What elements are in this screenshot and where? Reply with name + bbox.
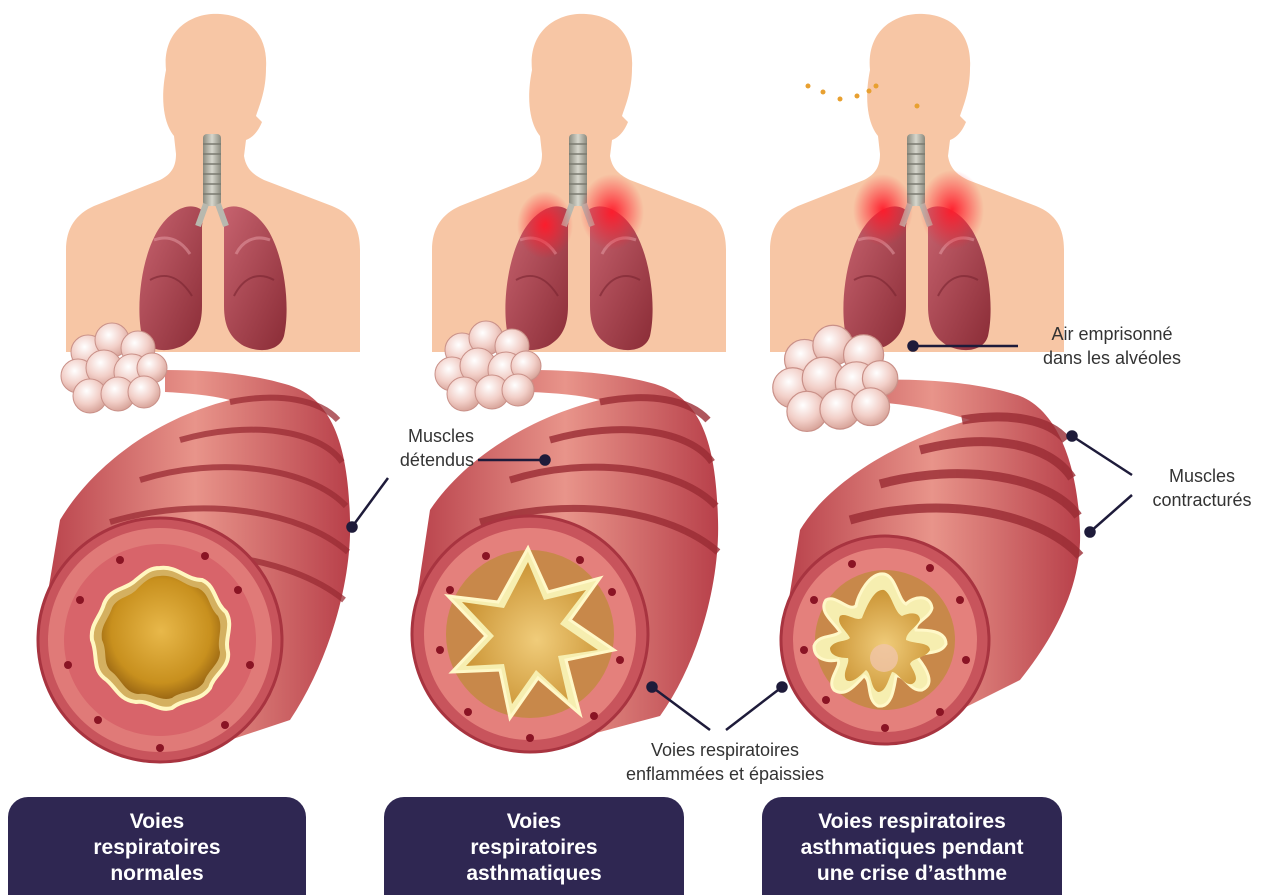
inflammation-right [580,174,644,250]
label-line: Voies respiratoires [560,738,890,762]
panel-line: Voies [384,809,684,835]
label-line: Muscles [1136,464,1268,488]
panel-line: asthmatiques [384,861,684,887]
label-line: enflammées et épaissies [560,762,890,786]
panel-line: Voies respiratoires [762,809,1062,835]
normal-lungs-figure [66,14,360,352]
label-muscles-contracted: Muscles contracturés [1136,464,1268,512]
asthmatic-airway [412,321,718,752]
panel-line: asthmatiques pendant [762,835,1062,861]
panel-line: normales [8,861,306,887]
label-line: dans les alvéoles [1024,346,1200,370]
inflammation-right [920,170,984,250]
panel-asthmatic-airways: Voies respiratoires asthmatiques [384,797,684,895]
normal-airway [38,323,350,762]
panel-line: une crise d’asthme [762,861,1062,887]
label-trapped-air: Air emprisonné dans les alvéoles [1024,322,1200,370]
inflammation-left [517,191,573,259]
panel-line: respiratoires [384,835,684,861]
label-line: Muscles [382,424,474,448]
label-inflamed-airways: Voies respiratoires enflammées et épaiss… [560,738,890,786]
asthmatic-lungs-figure [432,14,726,352]
panel-normal-airways: Voies respiratoires normales [8,797,306,895]
label-line: contracturés [1136,488,1268,512]
label-line: Air emprisonné [1024,322,1200,346]
asthma-attack-airway [773,325,1080,744]
label-line: détendus [382,448,474,472]
inflammation-left [853,174,913,246]
panel-line: Voies [8,809,306,835]
label-muscles-relaxed: Muscles détendus [382,424,474,472]
panel-asthma-attack-airways: Voies respiratoires asthmatiques pendant… [762,797,1062,895]
panel-line: respiratoires [8,835,306,861]
asthma-attack-lungs-figure [770,14,1064,352]
